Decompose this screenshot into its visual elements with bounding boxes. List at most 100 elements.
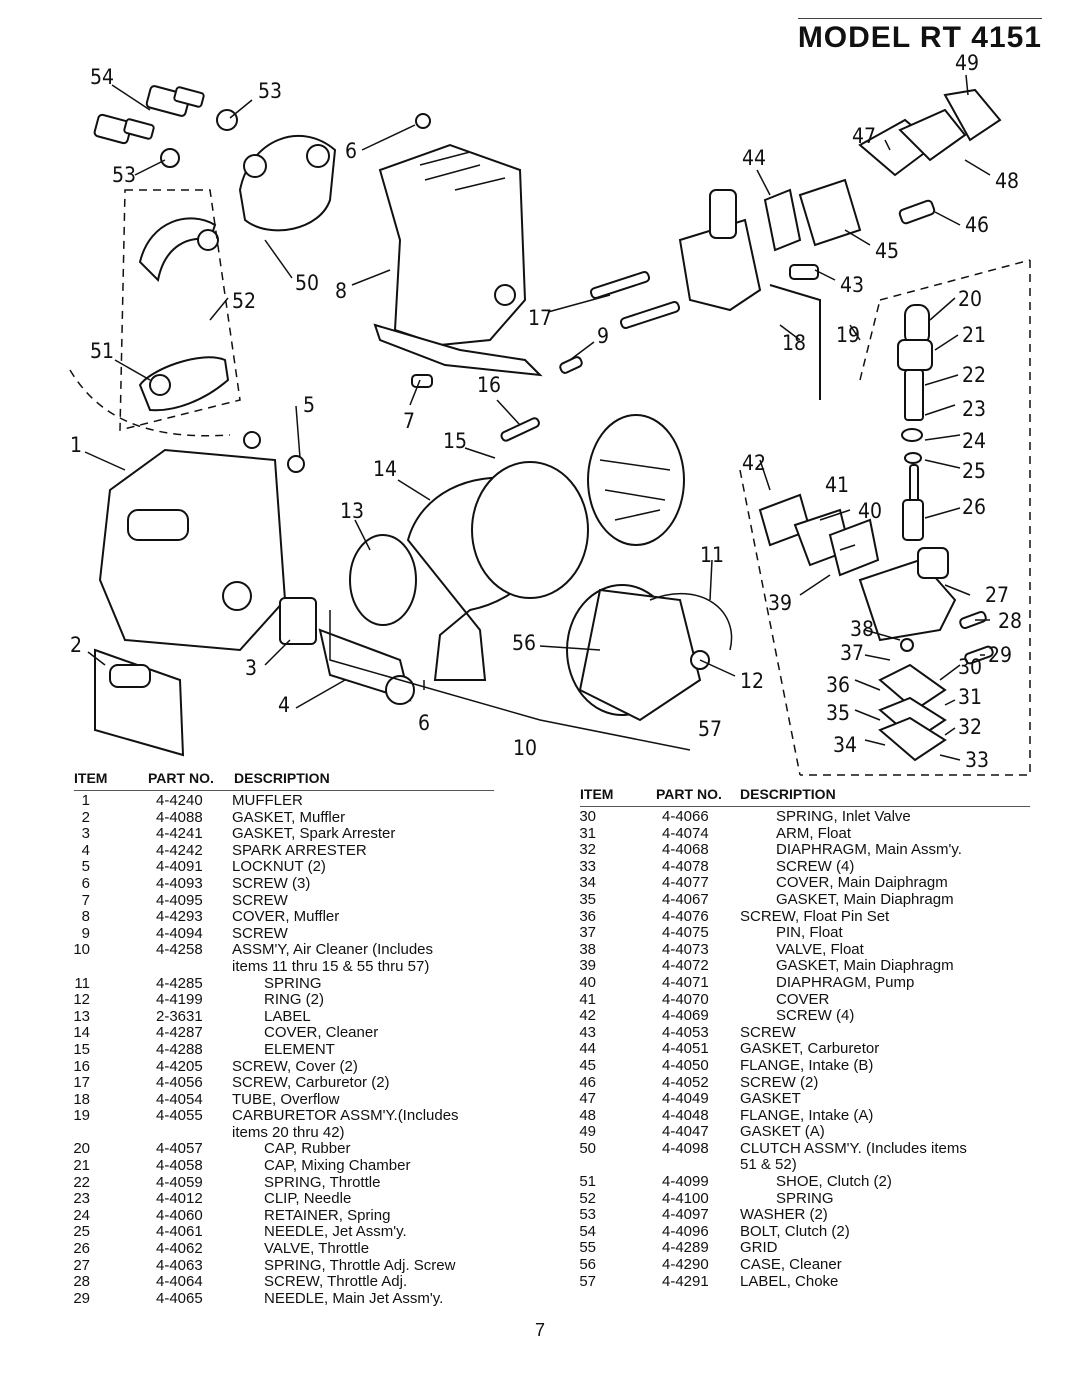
exploded-parts-diagram: 54 53 53 6 50 52 51 1 5 8 17 9 7 16 15 1… (0, 40, 1080, 785)
callout: 4 (278, 693, 290, 717)
callout: 54 (90, 65, 114, 89)
part-number: 4-4091 (156, 858, 203, 876)
part-number: 4-4258 (156, 941, 203, 959)
part-number: 4-4062 (156, 1240, 203, 1258)
part-number: 4-4055 (156, 1107, 203, 1125)
callout: 12 (740, 669, 764, 693)
part-number: 4-4289 (662, 1239, 709, 1257)
page-title: MODEL RT 4151 (797, 18, 1042, 55)
item-number: 12 (73, 991, 90, 1009)
table-row: 10 4-4258 ASSM'Y, Air Cleaner (Includes (73, 941, 494, 959)
part-number: 4-4098 (662, 1139, 709, 1157)
part-description: items 20 thru 42) (232, 1123, 345, 1141)
part-description: CAP, Rubber (264, 1140, 351, 1158)
carburetor-internals-drawing (739, 259, 1031, 776)
item-number: 19 (73, 1107, 90, 1125)
item-number: 40 (579, 973, 596, 991)
callout: 7 (403, 409, 415, 433)
part-description: SPRING, Inlet Valve (776, 808, 911, 825)
item-number: 41 (579, 990, 596, 1008)
callout: 32 (958, 715, 982, 739)
part-description: SCREW, Float Pin Set (740, 907, 890, 925)
callout: 43 (840, 273, 864, 297)
callout: 29 (988, 643, 1012, 667)
part-number: 4-4241 (156, 825, 203, 843)
part-number: 4-4061 (156, 1223, 203, 1241)
callout: 38 (850, 617, 874, 641)
callout: 39 (768, 591, 792, 615)
part-description: SCREW (4) (776, 857, 855, 875)
item-number: 23 (73, 1190, 90, 1208)
callout: 25 (962, 459, 986, 483)
header-part-no: PART NO. (656, 786, 722, 802)
part-description: SCREW (2) (740, 1073, 819, 1091)
part-number: 4-4290 (662, 1256, 709, 1274)
part-description: SCREW (740, 1023, 796, 1041)
part-description: ASSM'Y, Air Cleaner (Includes (232, 941, 434, 959)
table-header: ITEM PART NO. DESCRIPTION (580, 784, 1030, 807)
part-description: SCREW (232, 891, 288, 909)
callout: 31 (958, 685, 982, 709)
part-number: 4-4051 (662, 1040, 709, 1058)
item-number: 8 (81, 908, 90, 926)
item-number: 43 (579, 1023, 596, 1041)
callout: 46 (965, 213, 989, 237)
item-number: 20 (73, 1140, 90, 1158)
callout: 21 (962, 323, 986, 347)
leader-lines (84, 74, 991, 761)
part-number: 4-4058 (156, 1157, 203, 1175)
part-description: LABEL (264, 1007, 311, 1025)
part-number: 4-4076 (662, 907, 709, 925)
part-description: LOCKNUT (2) (232, 858, 326, 876)
item-number: 51 (579, 1173, 596, 1191)
part-number: 4-4068 (662, 841, 709, 859)
table-row: 3 4-4241 GASKET, Spark Arrester (74, 826, 494, 843)
part-number: 4-4048 (662, 1106, 709, 1124)
part-description: GASKET, Spark Arrester (232, 825, 396, 843)
item-number: 13 (73, 1007, 90, 1025)
part-number: 4-4088 (156, 808, 203, 826)
item-number: 7 (81, 891, 90, 909)
part-number: 4-4095 (156, 891, 203, 909)
part-number: 4-4065 (156, 1289, 203, 1307)
item-number: 14 (73, 1024, 90, 1042)
item-number: 48 (579, 1106, 596, 1124)
item-number: 30 (579, 808, 596, 825)
part-description: SCREW, Throttle Adj. (264, 1273, 408, 1291)
part-description: SCREW, Carburetor (2) (232, 1074, 390, 1092)
callout: 9 (597, 324, 609, 348)
part-description: LABEL, Choke (740, 1272, 839, 1290)
table-row: items 20 thru 42) (74, 1123, 494, 1142)
item-number: 3 (81, 825, 90, 843)
callout: 15 (443, 429, 467, 453)
callout: 22 (962, 363, 986, 387)
page-number: 7 (534, 1320, 545, 1340)
item-number: 10 (73, 941, 90, 959)
part-number: 4-4070 (662, 990, 709, 1008)
item-number: 24 (73, 1206, 90, 1224)
part-description: COVER, Main Daiphragm (776, 874, 948, 892)
part-number: 4-4287 (156, 1024, 203, 1042)
